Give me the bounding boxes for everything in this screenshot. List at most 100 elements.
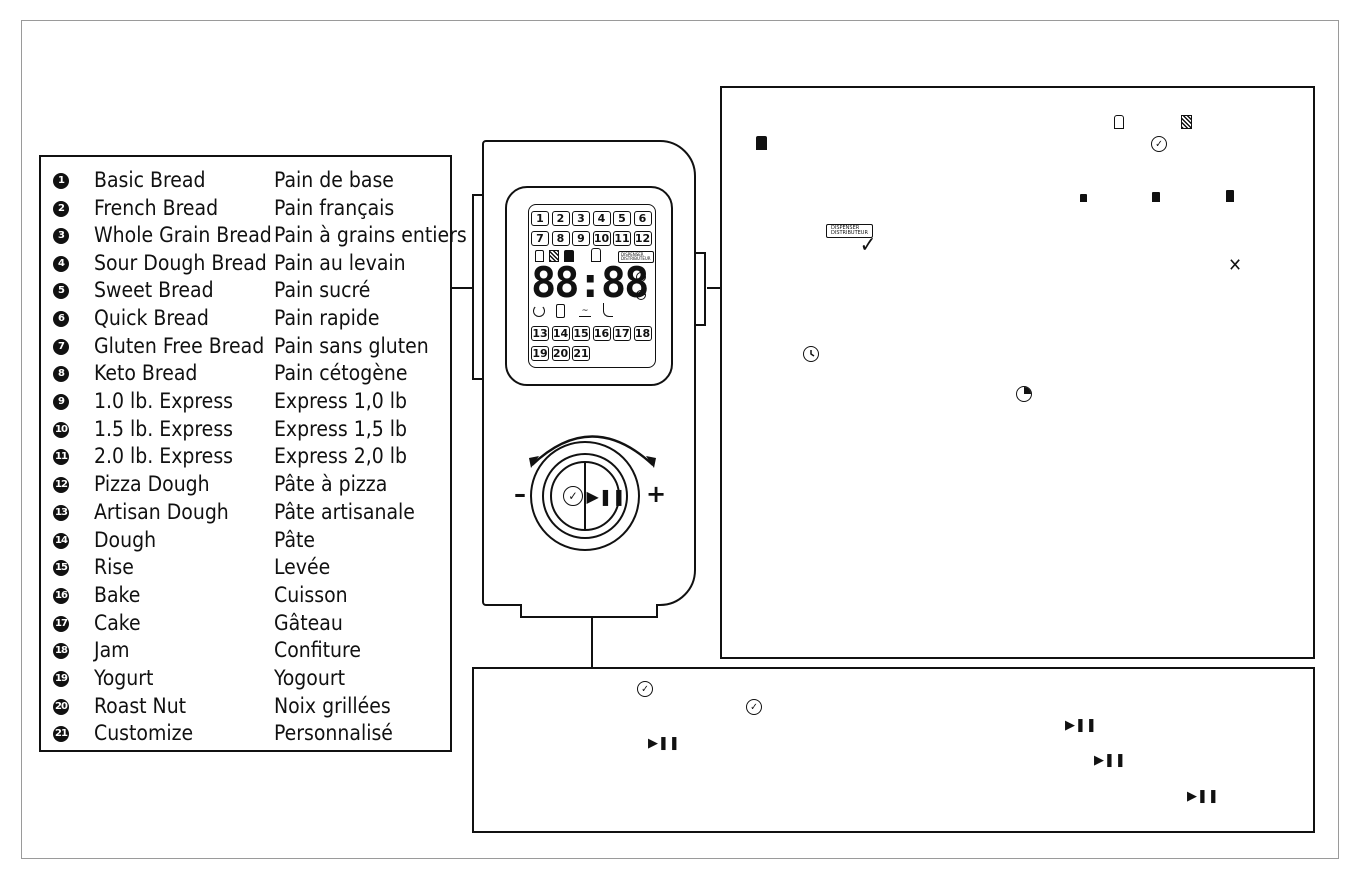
program-number-badge: 18 (53, 642, 69, 659)
program-number-badge: 21 (53, 725, 69, 742)
control-dial-ring[interactable] (542, 453, 628, 539)
connector-line-bottom (591, 618, 593, 667)
confirm-button[interactable]: ✓ (563, 486, 583, 506)
program-name-en: 1.0 lb. Express (94, 389, 234, 413)
check-icon: ✓ (568, 489, 578, 503)
program-number-badge: 6 (53, 310, 69, 327)
program-number-badge: 10 (53, 421, 69, 438)
program-number-cell: 18 (633, 326, 652, 341)
program-number-cell: 5 (613, 211, 631, 226)
check-icon: ✓ (746, 699, 762, 715)
program-number-cell: 1 (531, 211, 549, 226)
connector-line-right (707, 287, 720, 289)
crust-dark-icon (756, 136, 767, 150)
start-pause-button[interactable]: ▶❚❚ (586, 488, 625, 506)
program-name-fr: Pâte (274, 528, 316, 552)
program-number-cell: 16 (592, 326, 611, 341)
program-row: 1 Basic Bread Pain de base (53, 167, 394, 194)
play-pause-icon: ▶❚❚ (1187, 789, 1219, 804)
page-frame (21, 20, 1339, 859)
program-name-fr: Yogourt (274, 666, 345, 690)
program-name-fr: Express 2,0 lb (274, 444, 408, 468)
program-number-badge: 12 (53, 476, 69, 493)
program-name-en: Gluten Free Bread (94, 334, 265, 358)
dispenser-indicator: DISPENSER DISTRIBUTEUR (826, 224, 873, 238)
program-number-cell: 11 (613, 231, 631, 246)
program-name-en: Pizza Dough (94, 472, 210, 496)
program-number-badge: 2 (53, 200, 69, 217)
close-icon: ✕ (1228, 254, 1242, 276)
program-number-cell: 15 (572, 326, 590, 341)
program-name-en: Whole Grain Bread (94, 223, 272, 247)
loaf-small-icon (1080, 194, 1087, 202)
crust-light-icon (1114, 115, 1124, 129)
program-name-fr: Pâte artisanale (274, 500, 415, 524)
program-number-badge: 3 (53, 227, 69, 244)
program-name-fr: Personnalisé (274, 721, 393, 745)
crust-medium-icon (549, 250, 559, 262)
program-name-en: Rise (94, 555, 134, 579)
dispenser-label-en: DISPENSER (621, 252, 644, 257)
play-pause-icon: ▶❚❚ (648, 736, 680, 751)
program-number-badge: 16 (53, 587, 69, 604)
program-number-cell: 8 (551, 231, 570, 246)
program-name-en: Dough (94, 528, 157, 552)
dial-rotation-arrows (529, 435, 656, 468)
program-name-en: French Bread (94, 196, 219, 220)
program-number-cell: 4 (592, 211, 611, 226)
program-number-cell: 13 (531, 326, 549, 341)
dispenser-label-fr: DISTRIBUTEUR (831, 230, 868, 236)
program-number-badge: 20 (53, 698, 69, 715)
play-pause-icon: ▶❚❚ (1065, 718, 1097, 733)
program-number-badge: 8 (53, 365, 69, 382)
program-name-en: Yogurt (94, 666, 154, 690)
program-name-en: 1.5 lb. Express (94, 417, 234, 441)
program-name-fr: Pain de base (274, 168, 394, 192)
program-number-cell: 21 (572, 346, 590, 361)
program-name-en: Basic Bread (94, 168, 206, 192)
program-number-cell: 2 (551, 211, 570, 226)
bake-cycle-icon: ~ (579, 306, 591, 317)
program-name-fr: Pâte à pizza (274, 472, 388, 496)
program-row: 10 1.5 lb. Express Express 1,5 lb (53, 416, 407, 443)
loaf-size-icon (591, 248, 601, 262)
crust-dark-icon (564, 250, 574, 262)
program-name-fr: Pain au levain (274, 251, 406, 275)
program-name-fr: Cuisson (274, 583, 348, 607)
program-number-badge: 7 (53, 338, 69, 355)
time-readout: 88:88 (531, 258, 649, 307)
knead-cycle-icon (533, 305, 545, 317)
program-number-badge: 15 (53, 559, 69, 576)
play-pause-icon: ▶❚❚ (586, 487, 626, 506)
program-number-badge: 14 (53, 532, 69, 549)
program-number-cell: 6 (633, 211, 652, 226)
rise-cycle-icon (556, 304, 565, 318)
program-row: 12 Pizza Dough Pâte à pizza (53, 471, 387, 498)
program-name-fr: Pain sucré (274, 278, 371, 302)
program-number-cell: 20 (551, 346, 570, 361)
program-number-badge: 5 (53, 282, 69, 299)
program-name-fr: Express 1,5 lb (274, 417, 408, 441)
program-number-cell: 17 (613, 326, 631, 341)
program-name-fr: Noix grillées (274, 694, 391, 718)
program-name-en: Keto Bread (94, 361, 198, 385)
program-name-en: Roast Nut (94, 694, 187, 718)
program-number-cell: 10 (592, 231, 611, 246)
program-number-badge: 1 (53, 172, 69, 189)
program-number-badge: 9 (53, 393, 69, 410)
program-name-en: Jam (94, 638, 130, 662)
clock-icon (803, 346, 819, 362)
connector-line-left (452, 287, 474, 289)
control-dial-outer[interactable] (530, 441, 640, 551)
